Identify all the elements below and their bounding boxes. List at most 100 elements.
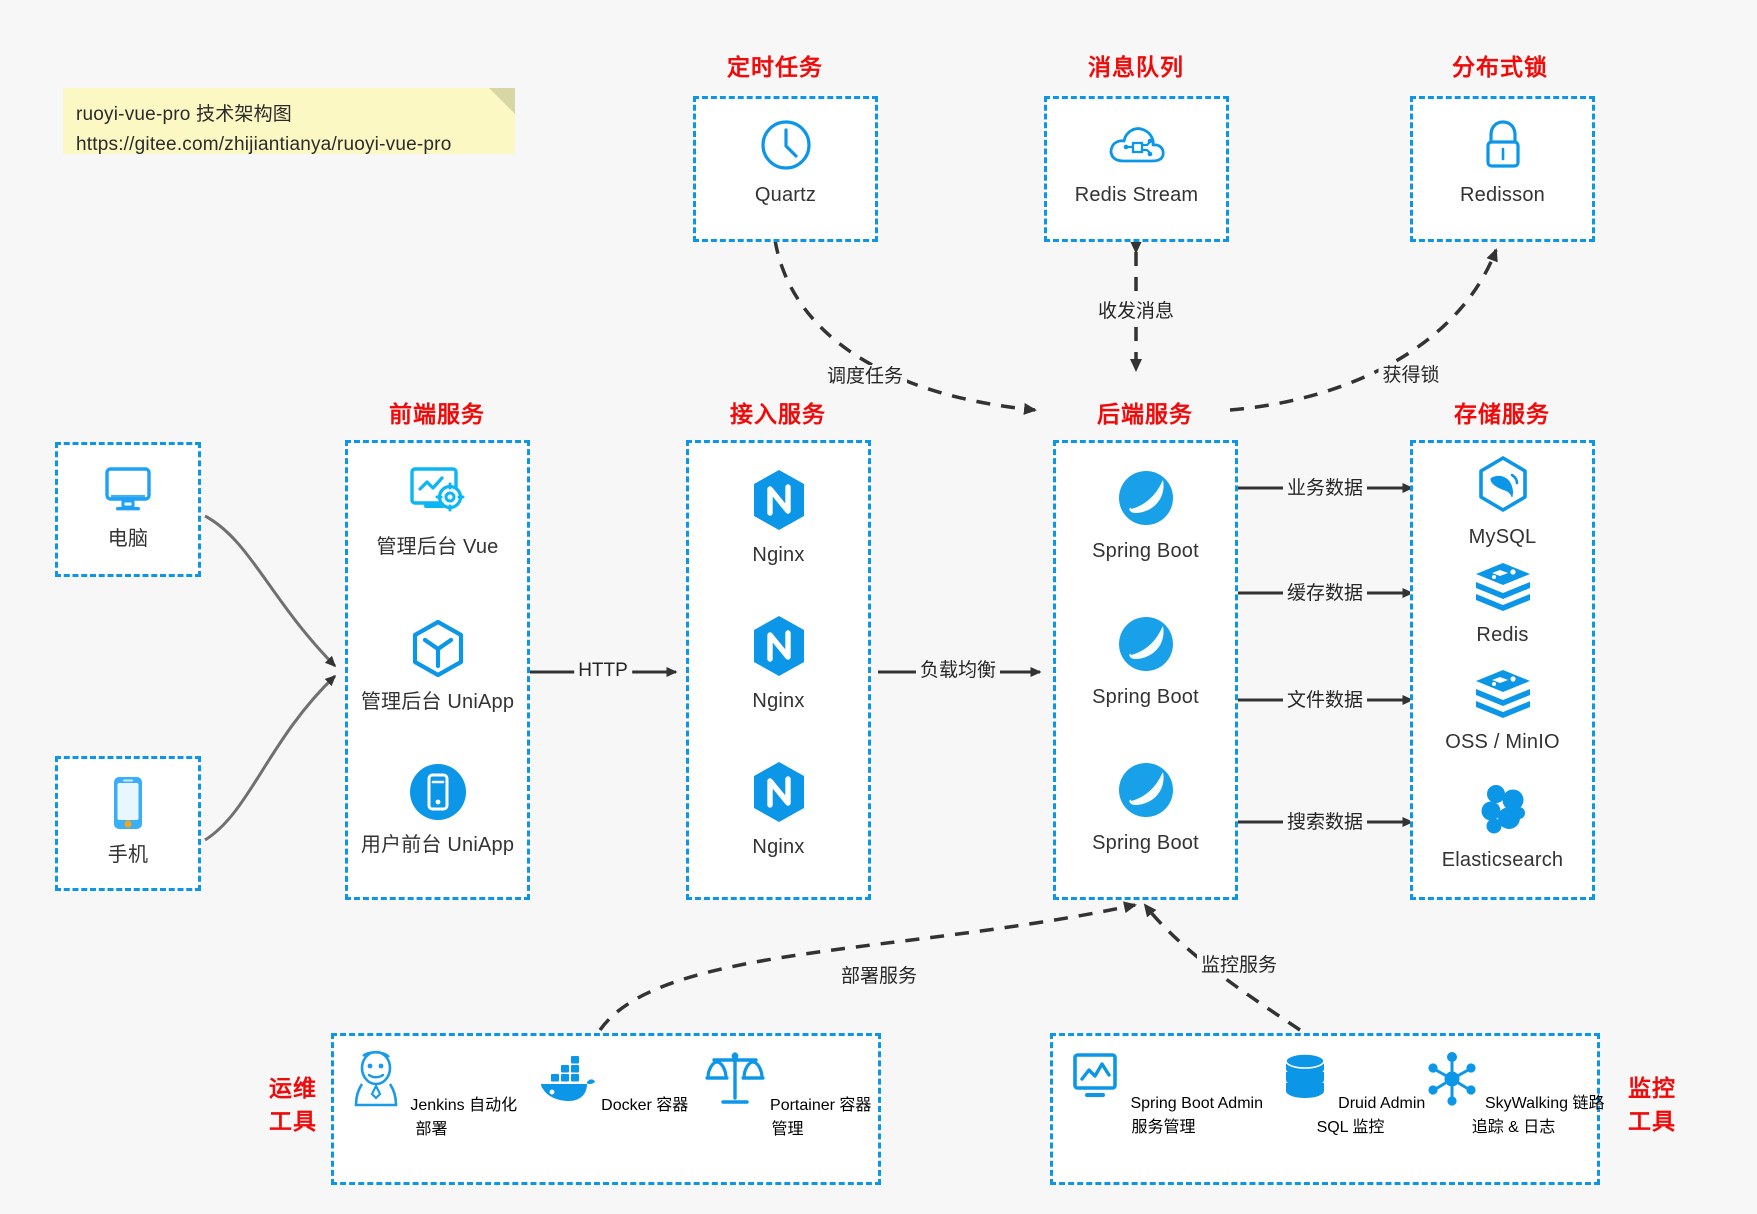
mysql-dolphin-icon [1413,455,1592,520]
node-elasticsearch[interactable]: Elasticsearch [1413,780,1592,874]
node-label: Redis Stream [1074,184,1199,206]
node-label: 用户前台 UniApp [360,834,515,856]
edge-label-file-data: 文件数据 [1282,689,1368,713]
group-box-client-desktop[interactable]: 电脑 [55,442,201,577]
group-box-client-mobile[interactable]: 手机 [55,756,201,891]
scales-icon [704,1052,770,1114]
desktop-icon [58,461,198,522]
node-jenkins[interactable]: Jenkins 自动化部署 [344,1048,519,1139]
edge-label-search-data: 搜索数据 [1282,811,1368,835]
docker-whale-icon [531,1056,601,1114]
node-sublabel: SQL 监控 [1316,1119,1385,1136]
group-box-gateway[interactable]: Nginx Nginx Nginx [686,440,871,900]
node-mysql[interactable]: MySQL [1413,455,1592,551]
edge-label-cache-data: 缓存数据 [1282,582,1368,606]
node-label: Redisson [1460,184,1545,206]
nginx-icon [689,467,868,538]
group-title-gateway: 接入服务 [730,401,826,427]
edge-label-deploy-service: 部署服务 [836,965,922,989]
node-desktop[interactable]: 电脑 [58,461,198,553]
node-redisson[interactable]: Redisson [1413,115,1592,209]
group-title-lock: 分布式锁 [1452,54,1548,80]
edge-label-schedule-task: 调度任务 [822,365,908,389]
node-oss-minio[interactable]: OSS / MinIO [1413,668,1592,756]
hexagon-cube-icon [348,618,527,685]
note-line-2: https://gitee.com/zhijiantianya/ruoyi-vu… [76,134,452,155]
node-redis-stream[interactable]: Redis Stream [1047,117,1226,209]
group-title-monitor: 监控 工具 [1612,1072,1692,1138]
mobile-phone-icon [58,773,198,838]
node-label: Elasticsearch [1441,849,1564,871]
edge-label-load-balance: 负载均衡 [915,659,1001,683]
edge-label-monitor-service: 监控服务 [1196,954,1282,978]
cloud-network-icon [1047,117,1226,178]
node-mobile[interactable]: 手机 [58,773,198,869]
database-icon [1276,1053,1338,1112]
group-title-monitor-line2: 工具 [1628,1108,1676,1134]
node-spring-boot-admin[interactable]: Spring Boot Admin 服务管理 [1061,1050,1266,1137]
node-label: SkyWalking [1485,1095,1568,1112]
node-sublabel: 链路追踪 & 日志 [1471,1095,1605,1136]
group-box-mq[interactable]: Redis Stream [1044,96,1229,242]
node-label: Nginx [752,690,805,712]
node-label: Druid Admin [1338,1095,1426,1112]
node-sublabel: 容器 [656,1097,689,1114]
node-nginx-3[interactable]: Nginx [689,759,868,861]
group-title-monitor-line1: 监控 [1628,1075,1676,1101]
node-skywalking[interactable]: SkyWalking 链路追踪 & 日志 [1421,1050,1606,1137]
node-label: 手机 [107,844,149,866]
group-title-scheduler: 定时任务 [727,54,823,80]
group-box-devops[interactable]: Jenkins 自动化部署 [331,1033,881,1185]
node-label: Spring Boot Admin [1130,1095,1263,1112]
group-box-backend[interactable]: Spring Boot Spring Boot Spring Boot [1053,440,1238,900]
node-spring-boot-2[interactable]: Spring Boot [1056,613,1235,711]
node-nginx-2[interactable]: Nginx [689,613,868,715]
node-admin-vue[interactable]: 管理后台 Vue [348,463,527,561]
dashboard-gear-icon [348,463,527,530]
node-redis[interactable]: Redis [1413,561,1592,649]
monitor-chart-icon [1064,1053,1130,1112]
node-label: Portainer [770,1097,835,1114]
group-box-frontend[interactable]: 管理后台 Vue 管理后台 UniApp 用户前台 UniApp [345,440,530,900]
node-admin-uniapp[interactable]: 管理后台 UniApp [348,618,527,716]
node-sublabel: 服务管理 [1131,1119,1196,1136]
edge-label-send-receive-message: 收发消息 [1093,300,1179,324]
node-label: 管理后台 UniApp [360,691,515,713]
spring-boot-icon [1056,759,1235,826]
lock-icon [1413,115,1592,178]
node-nginx-1[interactable]: Nginx [689,467,868,569]
group-box-monitor[interactable]: Spring Boot Admin 服务管理 [1050,1033,1604,1185]
node-label: Spring Boot [1092,686,1199,708]
node-druid-admin[interactable]: Druid Admin SQL 监控 [1263,1050,1438,1137]
node-label: Quartz [754,184,817,206]
node-portainer[interactable]: Portainer 容器管理 [700,1046,875,1139]
node-docker[interactable]: Docker 容器 [522,1048,697,1115]
node-label: Redis [1476,624,1529,646]
node-spring-boot-1[interactable]: Spring Boot [1056,467,1235,565]
node-user-uniapp[interactable]: 用户前台 UniApp [348,761,527,859]
node-spring-boot-3[interactable]: Spring Boot [1056,759,1235,857]
group-title-backend: 后端服务 [1097,401,1193,427]
node-quartz[interactable]: Quartz [696,117,875,209]
node-label: Docker [601,1097,652,1114]
node-label: Spring Boot [1092,540,1199,562]
group-box-scheduler[interactable]: Quartz [693,96,878,242]
node-label: 管理后台 Vue [376,536,499,558]
node-label: Nginx [752,836,805,858]
note-fold-icon [489,88,515,114]
node-label: Nginx [752,544,805,566]
node-label: 电脑 [107,528,149,550]
group-box-lock[interactable]: Redisson [1410,96,1595,242]
node-sublabel: 自动化部署 [415,1097,518,1138]
group-title-storage: 存储服务 [1454,401,1550,427]
jenkins-butler-icon [346,1050,410,1114]
node-sublabel: 容器管理 [771,1097,872,1138]
node-label: Jenkins [410,1097,465,1114]
nginx-icon [689,613,868,684]
node-label: MySQL [1468,526,1537,548]
node-label: Spring Boot [1092,832,1199,854]
nginx-icon [689,759,868,830]
group-box-storage[interactable]: MySQL Redis [1410,440,1595,900]
object-storage-icon [1413,668,1592,725]
